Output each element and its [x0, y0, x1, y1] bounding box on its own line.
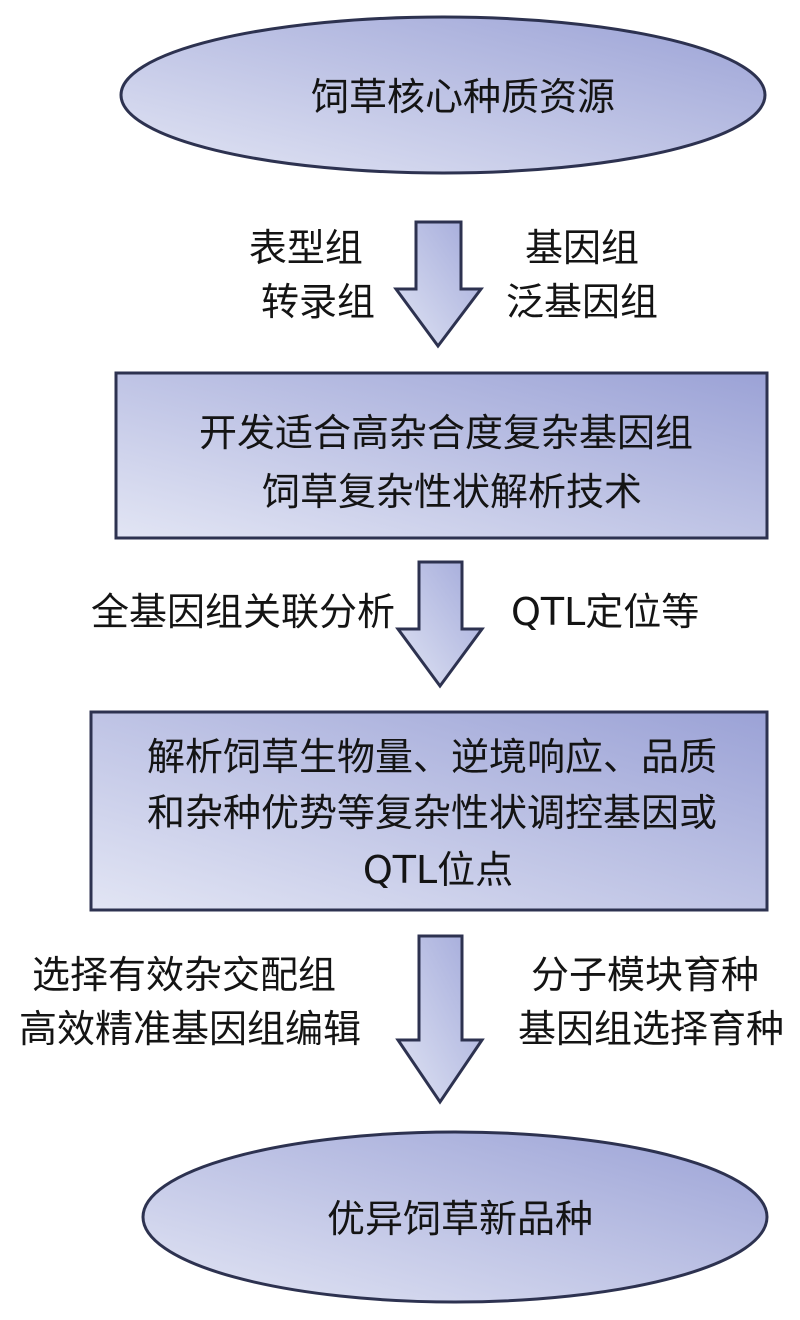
box-2-line-2: 和杂种优势等复杂性状调控基因或: [147, 791, 717, 835]
box-1-line-2: 饲草复杂性状解析技术: [262, 470, 642, 514]
arrow-2: 全基因组关联分析 QTL定位等: [91, 560, 699, 689]
node-box-2: 解析饲草生物量、逆境响应、品质 和杂种优势等复杂性状调控基因或 QTL位点: [89, 710, 769, 912]
arrow-2-left-label: 全基因组关联分析: [91, 590, 395, 634]
bottom-ellipse-line-1: 优异饲草新品种: [327, 1197, 593, 1241]
box-2-shape: [89, 710, 769, 912]
box-1-line-1: 开发适合高杂合度复杂基因组: [199, 411, 693, 455]
node-bottom-ellipse: 优异饲草新品种: [141, 1130, 769, 1304]
node-box-1: 开发适合高杂合度复杂基因组 饲草复杂性状解析技术: [114, 371, 769, 540]
node-top-ellipse: 饲草核心种质资源: [119, 15, 767, 175]
arrow-3-left-label: 选择有效杂交配组 高效精准基因组编辑: [19, 953, 361, 1051]
box-2-line-3: QTL位点: [363, 848, 513, 892]
bottom-ellipse-text: 优异饲草新品种: [327, 1197, 593, 1241]
arrow-1-left-line-2: 转录组: [261, 280, 375, 324]
arrow-1: 表型组 转录组 基因组 泛基因组: [249, 220, 658, 349]
arrow-2-shape: [395, 560, 485, 689]
arrow-1-right-line-1: 基因组: [525, 226, 639, 270]
arrow-2-right-label: QTL定位等: [511, 590, 699, 634]
arrow-2-left-line-1: 全基因组关联分析: [91, 590, 395, 634]
arrow-2-right-line-1: QTL定位等: [511, 590, 699, 634]
box-1-shape: [114, 371, 769, 540]
top-ellipse-line-1: 饲草核心种质资源: [311, 75, 615, 119]
box-1-text: 开发适合高杂合度复杂基因组 饲草复杂性状解析技术: [199, 411, 705, 514]
box-2-line-1: 解析饲草生物量、逆境响应、品质: [147, 735, 717, 779]
arrow-1-left-line-1: 表型组: [249, 226, 363, 270]
arrow-3-shape: [395, 934, 485, 1105]
arrow-3-left-line-2: 高效精准基因组编辑: [19, 1007, 361, 1051]
arrow-3-right-line-1: 分子模块育种: [531, 953, 759, 997]
arrow-1-right-label: 基因组 泛基因组: [506, 226, 658, 324]
arrow-1-right-line-2: 泛基因组: [506, 280, 658, 324]
top-ellipse-shape: [119, 15, 767, 175]
arrow-1-shape: [393, 220, 485, 349]
arrow-3-right-line-2: 基因组选择育种: [518, 1007, 784, 1051]
arrow-1-left-label: 表型组 转录组: [249, 226, 375, 324]
arrow-3-left-line-1: 选择有效杂交配组: [32, 953, 336, 997]
box-2-text: 解析饲草生物量、逆境响应、品质 和杂种优势等复杂性状调控基因或 QTL位点: [147, 735, 729, 892]
top-ellipse-text: 饲草核心种质资源: [311, 75, 615, 119]
arrow-3-right-label: 分子模块育种 基因组选择育种: [518, 953, 784, 1051]
arrow-3: 选择有效杂交配组 高效精准基因组编辑 分子模块育种 基因组选择育种: [19, 934, 784, 1105]
bottom-ellipse-shape: [141, 1130, 769, 1304]
